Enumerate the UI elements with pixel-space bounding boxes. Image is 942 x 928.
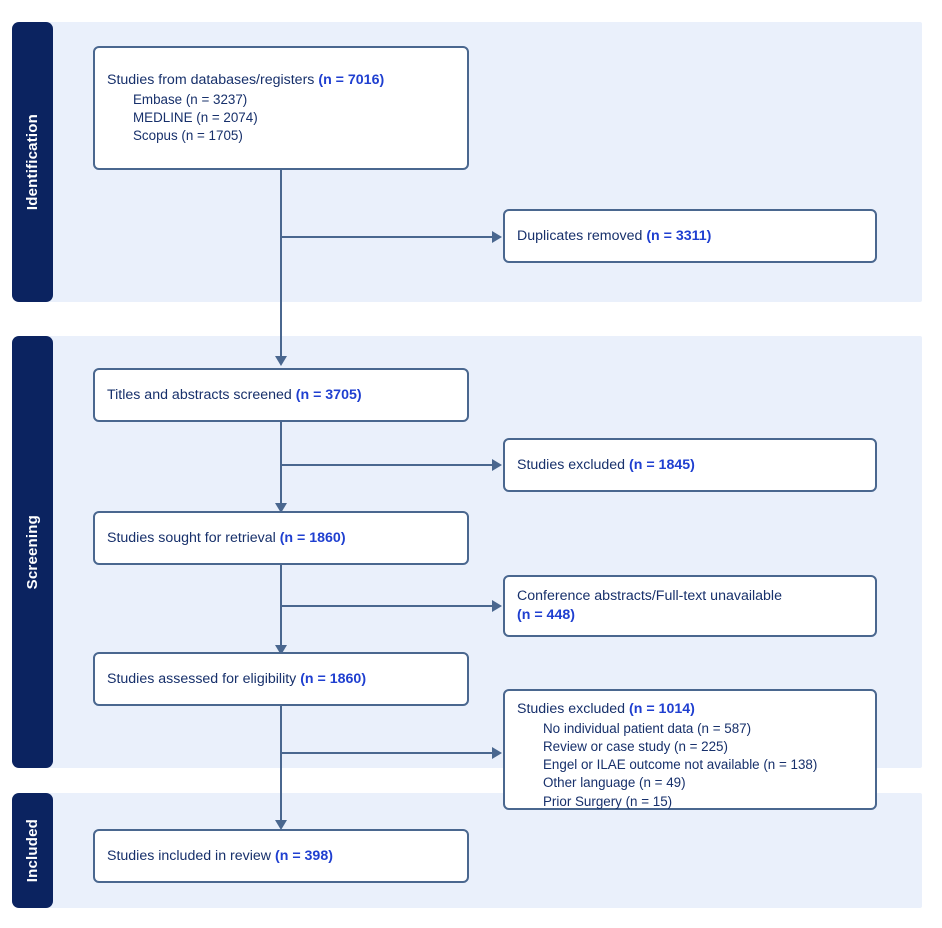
arrow-right-to-duplicates	[492, 231, 502, 243]
node-studies-excluded-eligibility: Studies excluded (n = 1014) No individua…	[503, 689, 877, 810]
node-duplicates-removed-title: Duplicates removed (n = 3311)	[517, 227, 863, 246]
stage-tab-included-label: Included	[24, 818, 41, 883]
connector-assessed-to-included	[280, 706, 282, 826]
node-duplicates-removed-count: (n = 3311)	[646, 227, 712, 244]
node-studies-excluded-screening-title: Studies excluded (n = 1845)	[517, 456, 863, 475]
node-duplicates-removed: Duplicates removed (n = 3311)	[503, 209, 877, 263]
node-studies-excluded-eligibility-title: Studies excluded (n = 1014)	[517, 700, 863, 719]
node-studies-from-databases-count: (n = 7016)	[318, 71, 385, 88]
arrow-right-to-excluded-eligibility	[492, 747, 502, 759]
node-studies-included-review-label: Studies included in review	[107, 847, 275, 864]
node-studies-assessed-eligibility: Studies assessed for eligibility (n = 18…	[93, 652, 469, 706]
connector-screened-to-sought	[280, 422, 282, 510]
list-item: MEDLINE (n = 2074)	[133, 109, 258, 125]
stage-tab-identification-label: Identification	[24, 113, 41, 211]
list-item: Other language (n = 49)	[543, 775, 686, 791]
node-studies-excluded-screening-label: Studies excluded	[517, 456, 629, 473]
node-studies-excluded-screening: Studies excluded (n = 1845)	[503, 438, 877, 492]
node-studies-assessed-eligibility-count: (n = 1860)	[300, 670, 367, 687]
node-studies-included-review-count: (n = 398)	[274, 847, 333, 864]
connector-to-excluded-eligibility	[280, 752, 492, 754]
stage-tab-identification: Identification	[12, 22, 53, 302]
arrow-right-to-unavailable	[492, 600, 502, 612]
node-studies-included-review-title: Studies included in review (n = 398)	[107, 847, 455, 866]
node-studies-excluded-screening-count: (n = 1845)	[629, 456, 695, 473]
connector-to-duplicates	[280, 236, 492, 238]
arrow-down-to-included	[275, 820, 287, 830]
node-conference-abstracts-unavailable-label: Conference abstracts/Full-text unavailab…	[517, 588, 782, 605]
arrow-down-to-sought	[275, 503, 287, 513]
node-studies-from-databases: Studies from databases/registers (n = 70…	[93, 46, 469, 170]
node-studies-sought-retrieval: Studies sought for retrieval (n = 1860)	[93, 511, 469, 565]
node-titles-abstracts-screened: Titles and abstracts screened (n = 3705)	[93, 368, 469, 422]
node-titles-abstracts-screened-label: Titles and abstracts screened	[107, 386, 296, 403]
node-studies-sought-retrieval-title: Studies sought for retrieval (n = 1860)	[107, 529, 455, 548]
connector-to-excluded-screen	[280, 464, 492, 466]
arrow-down-to-screened	[275, 356, 287, 366]
list-item: Review or case study (n = 225)	[543, 738, 728, 754]
node-titles-abstracts-screened-count: (n = 3705)	[295, 386, 362, 403]
stage-tab-screening: Screening	[12, 336, 53, 768]
node-studies-included-review: Studies included in review (n = 398)	[93, 829, 469, 883]
node-studies-sought-retrieval-label: Studies sought for retrieval	[107, 529, 280, 546]
node-conference-abstracts-unavailable-title: Conference abstracts/Full-text unavailab…	[517, 587, 863, 624]
node-studies-assessed-eligibility-title: Studies assessed for eligibility (n = 18…	[107, 670, 455, 689]
node-conference-abstracts-unavailable: Conference abstracts/Full-text unavailab…	[503, 575, 877, 637]
node-duplicates-removed-label: Duplicates removed	[517, 227, 647, 244]
node-studies-from-databases-label: Studies from databases/registers	[107, 71, 319, 88]
connector-databases-to-screened	[280, 170, 282, 358]
node-studies-from-databases-title: Studies from databases/registers (n = 70…	[107, 71, 455, 90]
list-item: Scopus (n = 1705)	[133, 127, 243, 143]
node-studies-excluded-eligibility-label: Studies excluded	[517, 701, 629, 717]
list-item: Embase (n = 3237)	[133, 91, 248, 107]
node-studies-excluded-eligibility-count: (n = 1014)	[629, 701, 695, 717]
node-studies-from-databases-sublist: Embase (n = 3237) MEDLINE (n = 2074) Sco…	[133, 91, 455, 146]
list-item: Engel or ILAE outcome not available (n =…	[543, 757, 818, 773]
list-item: Prior Surgery (n = 15)	[543, 793, 673, 809]
node-studies-sought-retrieval-count: (n = 1860)	[279, 529, 346, 546]
stage-tab-screening-label: Screening	[24, 514, 41, 590]
node-conference-abstracts-unavailable-count: (n = 448)	[517, 607, 575, 623]
arrow-down-to-assessed	[275, 645, 287, 655]
node-studies-excluded-eligibility-sublist: No individual patient data (n = 587) Rev…	[543, 720, 863, 811]
connector-sought-to-assessed	[280, 565, 282, 653]
node-titles-abstracts-screened-title: Titles and abstracts screened (n = 3705)	[107, 386, 455, 405]
list-item: No individual patient data (n = 587)	[543, 720, 752, 736]
arrow-right-to-excluded-screen	[492, 459, 502, 471]
stage-tab-included: Included	[12, 793, 53, 908]
node-studies-assessed-eligibility-label: Studies assessed for eligibility	[107, 670, 301, 687]
connector-to-unavailable	[280, 605, 492, 607]
